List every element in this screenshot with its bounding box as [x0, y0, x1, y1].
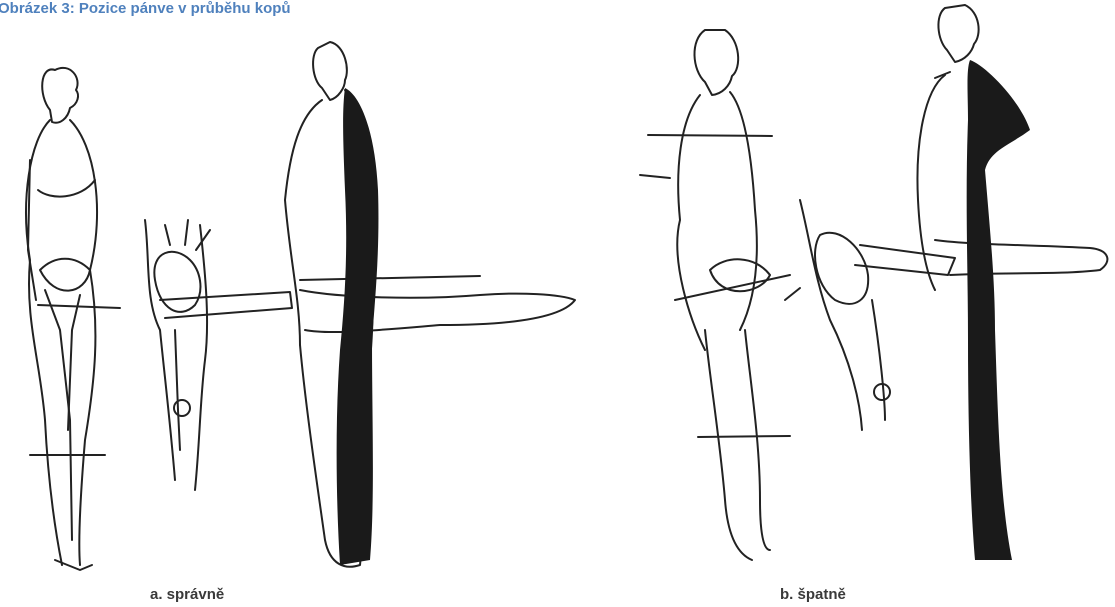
- figure-kick-incorrect-shadow: [967, 60, 1030, 560]
- panel-label-incorrect: b. špatně: [780, 586, 846, 603]
- figure-side-skeleton: [640, 30, 800, 560]
- figure-kick-incorrect: [917, 5, 1107, 290]
- figure-tilted-pelvis: [800, 200, 955, 430]
